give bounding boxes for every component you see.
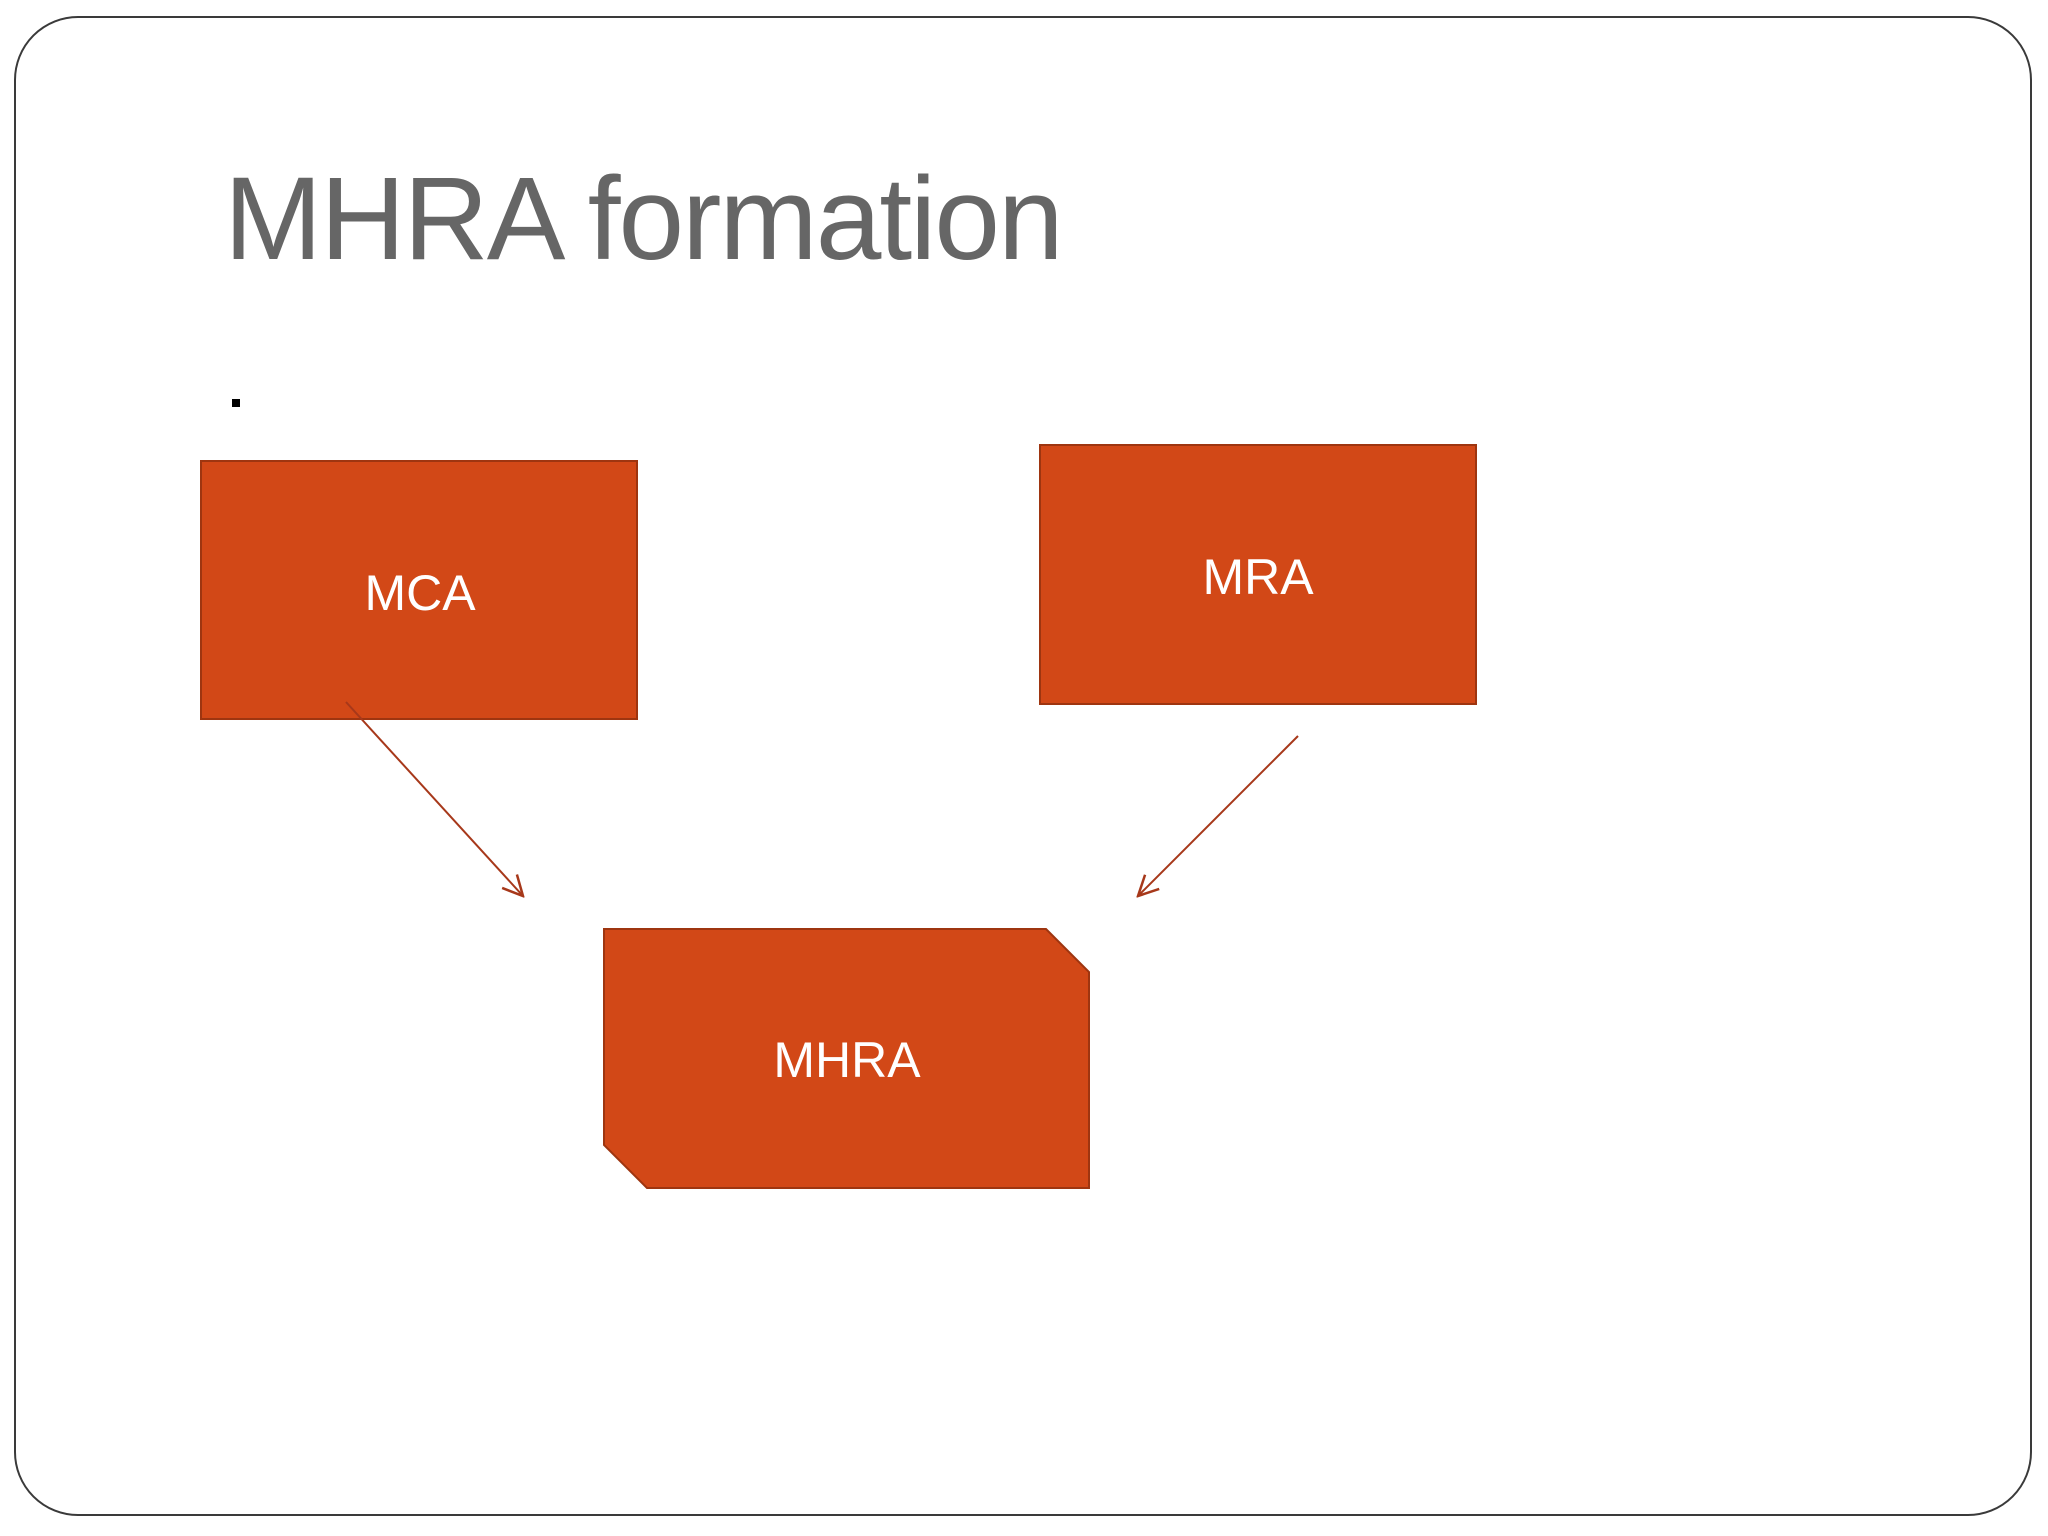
mca-box [200, 460, 638, 720]
mra-box [1039, 444, 1477, 705]
mhra-label: MHRA [773, 1032, 921, 1088]
mca-label: MCA [364, 565, 476, 621]
slide-frame [14, 16, 2032, 1516]
node-mhra[interactable]: MHRA [603, 928, 1090, 1189]
bullet-dot [232, 399, 240, 407]
arrow-mca-to-mhra [345, 701, 523, 896]
slide-title: MHRA formation [224, 153, 1064, 285]
node-mca[interactable]: MCA [200, 460, 638, 720]
node-mra[interactable]: MRA [1039, 444, 1477, 705]
mhra-box [603, 928, 1090, 1189]
mra-label: MRA [1202, 549, 1314, 605]
arrow-mra-to-mhra [1138, 735, 1299, 896]
